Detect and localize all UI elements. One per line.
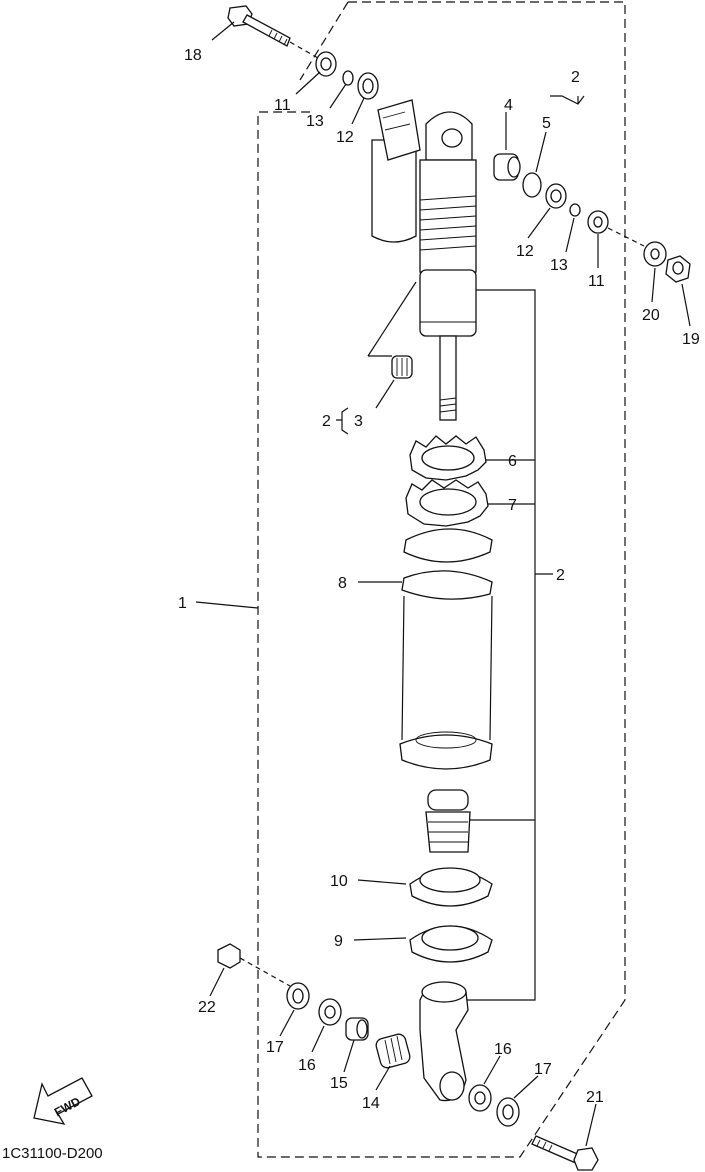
- callout-8: 8: [338, 575, 347, 592]
- leader-18: [211, 21, 235, 41]
- leader-17-left: [279, 1009, 295, 1037]
- diagram-code: 1C31100-D200: [2, 1145, 103, 1162]
- shock-reservoir: [371, 99, 421, 243]
- shock-body: [419, 159, 477, 337]
- callout-14: 14: [362, 1095, 380, 1112]
- group-2-bracket-line: [462, 289, 536, 1001]
- shock-rod: [439, 335, 457, 421]
- callout-12-left: 12: [336, 129, 354, 146]
- leader-17-right: [513, 1075, 539, 1099]
- ring-5: [522, 172, 542, 198]
- leader-11-left: [295, 71, 321, 95]
- callout-5: 5: [542, 115, 551, 132]
- bump-rubber: [425, 789, 471, 853]
- ring-nut-7: [405, 479, 489, 527]
- leader-21: [585, 1103, 597, 1147]
- lower-clevis: [419, 981, 469, 1102]
- leader-13-left: [329, 83, 347, 109]
- collar-15: [345, 1017, 369, 1041]
- shock-upper-eye: [425, 111, 473, 161]
- assembly-boundary-diagonal: [299, 1, 349, 81]
- leader-10: [357, 879, 407, 885]
- callout-13-right: 13: [550, 257, 568, 274]
- callout-12-right: 12: [516, 243, 534, 260]
- leader-12-left: [351, 97, 365, 125]
- washer-20: [643, 241, 667, 267]
- assembly-boundary: [257, 1, 626, 1158]
- callout-17-right: 17: [534, 1061, 552, 1078]
- spring-8: [399, 528, 493, 770]
- callout-10: 10: [330, 873, 348, 890]
- leader-16-left: [311, 1025, 325, 1053]
- bushing-4: [493, 153, 521, 181]
- callout-2-right: 2: [556, 567, 565, 584]
- seal-12-right: [545, 183, 567, 209]
- leader-13-right: [565, 217, 575, 253]
- callout-20: 20: [642, 307, 660, 324]
- spring-seat-9: [409, 925, 493, 963]
- oring-13-left: [342, 70, 354, 86]
- nut-22: [217, 943, 241, 969]
- callout-3: 3: [354, 413, 363, 430]
- leader-1: [195, 601, 259, 609]
- leader-5: [535, 131, 547, 173]
- leader-9: [353, 937, 407, 941]
- leader-20: [651, 267, 656, 303]
- bearing-3: [391, 355, 413, 379]
- bolt-21: [531, 1135, 599, 1171]
- callout-21: 21: [586, 1089, 604, 1106]
- leader-16-right: [483, 1055, 501, 1085]
- callout-13-left: 13: [306, 113, 324, 130]
- bearing-14: [375, 1033, 411, 1069]
- bracket-2-top: [550, 95, 585, 105]
- leader-22: [209, 967, 225, 997]
- collar-11-right: [587, 210, 609, 234]
- callout-2-bracket: 2: [322, 413, 331, 430]
- callout-17-left: 17: [266, 1039, 284, 1056]
- callout-18: 18: [184, 47, 202, 64]
- nut-19: [665, 255, 691, 283]
- callout-22: 22: [198, 999, 216, 1016]
- callout-6: 6: [508, 453, 517, 470]
- callout-1: 1: [178, 595, 187, 612]
- fwd-arrow-icon: FWD: [33, 1077, 93, 1125]
- oring-13-right: [569, 203, 581, 217]
- seal-17-left: [286, 982, 310, 1010]
- collar-16-left: [318, 998, 342, 1026]
- callout-11-left: 11: [274, 97, 291, 114]
- collar-16-right: [468, 1084, 492, 1112]
- callout-16-left: 16: [298, 1057, 316, 1074]
- collar-11-left: [315, 51, 337, 77]
- leader-3: [375, 379, 395, 409]
- callout-19: 19: [682, 331, 700, 348]
- spring-guide-10: [409, 867, 493, 907]
- callout-4: 4: [504, 97, 513, 114]
- bracket-2-3: [336, 407, 349, 435]
- callout-2-top: 2: [571, 69, 580, 86]
- leader-12-right: [527, 207, 551, 239]
- ring-nut-6: [409, 435, 487, 481]
- leader-14: [375, 1065, 391, 1091]
- leader-19: [681, 283, 691, 327]
- callout-16-right: 16: [494, 1041, 512, 1058]
- callout-11-right: 11: [588, 273, 605, 290]
- seal-17-right: [496, 1097, 520, 1127]
- seal-12-left: [357, 72, 379, 100]
- callout-7: 7: [508, 497, 517, 514]
- callout-9: 9: [334, 933, 343, 950]
- leader-15: [343, 1039, 355, 1073]
- callout-15: 15: [330, 1075, 348, 1092]
- bolt-18: [227, 5, 291, 47]
